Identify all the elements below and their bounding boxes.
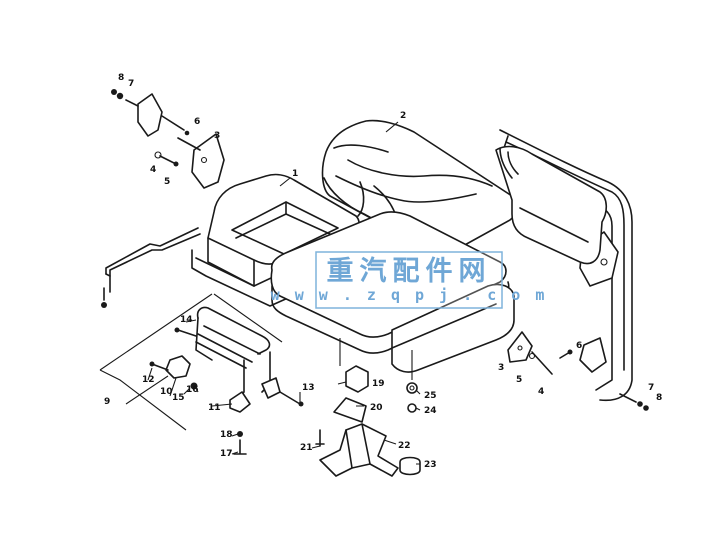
callout-label: 10 — [160, 387, 173, 397]
callout-label: 8 — [118, 73, 124, 83]
callout-label: 19 — [372, 379, 385, 389]
callout-label: 11 — [208, 403, 221, 413]
callout-label: 4 — [538, 387, 544, 397]
callout-label: 8 — [656, 393, 662, 403]
callout-label: 15 — [172, 393, 185, 403]
callout-label: 24 — [424, 406, 437, 416]
watermark-box — [315, 251, 503, 309]
left-rod-bracket — [101, 227, 201, 308]
callout-label: 9 — [104, 397, 110, 407]
callout-label: 13 — [302, 383, 315, 393]
watermark: 重汽配件网 w w w . z q p j . c o m — [271, 251, 548, 309]
callout-label: 23 — [424, 460, 437, 470]
callout-label: 20 — [370, 403, 383, 413]
lower-frame — [99, 293, 304, 431]
callout-label: 18 — [220, 430, 233, 440]
callout-label: 3 — [498, 363, 504, 373]
callout-label: 6 — [576, 341, 582, 351]
leader-lines — [125, 121, 421, 465]
callout-label: 3 — [214, 131, 220, 141]
callout-label: 7 — [648, 383, 654, 393]
lower-cushion — [270, 211, 515, 373]
callout-labels: 1 2 3 4 5 6 7 8 3 4 5 6 7 8 9 10 11 12 1… — [104, 73, 662, 470]
callout-label: 5 — [516, 375, 522, 385]
watermark-name: 重汽配件网 — [327, 256, 492, 287]
callout-label: 14 — [180, 315, 193, 325]
right-hardware — [507, 331, 649, 411]
callout-label: 17 — [220, 449, 233, 459]
callout-label: 6 — [194, 117, 200, 127]
callout-label: 16 — [186, 385, 199, 395]
watermark-url: w w w . z q p j . c o m — [271, 286, 548, 304]
callout-label: 5 — [164, 177, 170, 187]
callout-label: 1 — [292, 169, 298, 179]
callout-label: 4 — [150, 165, 156, 175]
callout-label: 22 — [398, 441, 411, 451]
callout-label: 7 — [128, 79, 134, 89]
seat-back — [495, 145, 608, 265]
bottom-support — [233, 338, 421, 477]
callout-label: 2 — [400, 111, 406, 121]
callout-label: 25 — [424, 391, 437, 401]
top-left-hardware — [111, 89, 225, 189]
callout-label: 21 — [300, 443, 313, 453]
